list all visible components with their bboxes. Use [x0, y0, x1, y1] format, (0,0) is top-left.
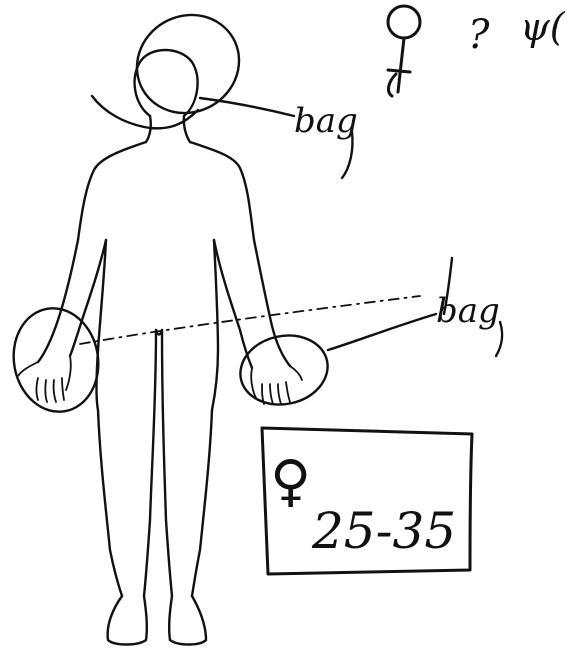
figure-arm-left-outer — [38, 240, 78, 362]
head-leader-line — [200, 98, 294, 116]
age-range-text: 25-35 — [311, 502, 456, 560]
figure-shoulder-right — [190, 142, 254, 240]
hand-right — [251, 366, 302, 404]
age-box-female-symbol: ♀ — [270, 449, 311, 514]
hands-leader-line — [328, 314, 436, 350]
figure-torso-right — [212, 240, 218, 410]
hand-right-circle — [234, 328, 334, 413]
corner-glyph: ψ( — [520, 5, 566, 49]
figure-foot-left — [108, 596, 147, 645]
human-figure — [38, 50, 290, 645]
figure-leg-left-inner — [144, 330, 156, 596]
figure-head — [135, 50, 198, 116]
figure-leg-right-outer — [192, 410, 212, 596]
figure-foot-right — [169, 596, 206, 645]
question-mark: ? — [468, 12, 490, 58]
figure-shoulder-left — [78, 142, 146, 240]
female-symbol-top — [388, 6, 420, 96]
figure-leg-right-inner — [162, 330, 172, 596]
head-bag-label: bag — [294, 101, 358, 141]
figure-leg-left-outer — [98, 410, 122, 596]
figure-arm-right-outer — [254, 240, 290, 366]
figure-torso-left — [97, 240, 107, 410]
figure-arm-right-inner — [214, 240, 252, 368]
